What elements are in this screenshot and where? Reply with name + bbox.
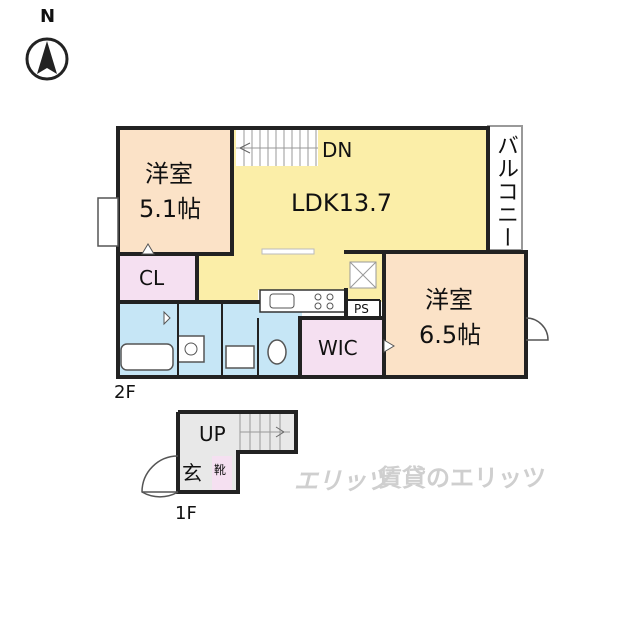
bedroom-a-name: 洋室 — [145, 160, 193, 188]
toilet — [267, 339, 287, 365]
closet-door-icon — [141, 243, 155, 255]
kitchen-counter — [259, 289, 347, 313]
bedroom-a-floor — [118, 128, 232, 254]
ldk-floor — [199, 128, 488, 302]
bedroom-b-floor — [384, 254, 524, 375]
wic-floor — [302, 320, 382, 375]
balcony-label: バルコニー — [493, 134, 518, 249]
floor-1f-label: 1F — [175, 503, 197, 524]
entrance-label: 玄 — [182, 461, 202, 485]
floor-1f — [141, 410, 298, 498]
shoe-box-label: 靴 — [214, 463, 227, 477]
closet-label: CL — [139, 266, 165, 290]
bedroom-b-name: 洋室 — [425, 286, 473, 314]
washing-machine — [177, 335, 205, 363]
stairs-down-label: DN — [322, 138, 353, 162]
closet-floor — [118, 256, 197, 302]
watermark-text: 賃貸のエリッツ — [378, 464, 546, 492]
staircase-down — [236, 130, 318, 166]
bath-door-icon — [163, 310, 171, 326]
wic-label: WIC — [318, 336, 358, 360]
compass-north-label: N — [40, 6, 56, 27]
wic-door-icon — [383, 339, 395, 353]
bedroom-b-size: 6.5帖 — [419, 321, 482, 349]
fridge-space — [349, 261, 377, 289]
watermark-brand-logo: エリッツ — [294, 467, 390, 495]
bedroom-b-door-icon — [525, 317, 549, 341]
pipe-space-label: PS — [354, 302, 369, 316]
pipe-space-floor — [348, 300, 380, 320]
bathtub — [120, 343, 174, 371]
walls-2f — [116, 126, 528, 379]
bedroom-a-size: 5.1帖 — [139, 195, 202, 223]
wash-basin — [225, 345, 255, 369]
inner-walls-2f — [177, 299, 381, 377]
north-compass-icon — [25, 37, 69, 81]
ldk-label: LDK13.7 — [291, 189, 393, 217]
entrance-door-icon — [141, 455, 179, 498]
stairs-up-label: UP — [199, 422, 226, 446]
bay-window — [97, 197, 119, 247]
floor-2f-label: 2F — [114, 382, 136, 403]
